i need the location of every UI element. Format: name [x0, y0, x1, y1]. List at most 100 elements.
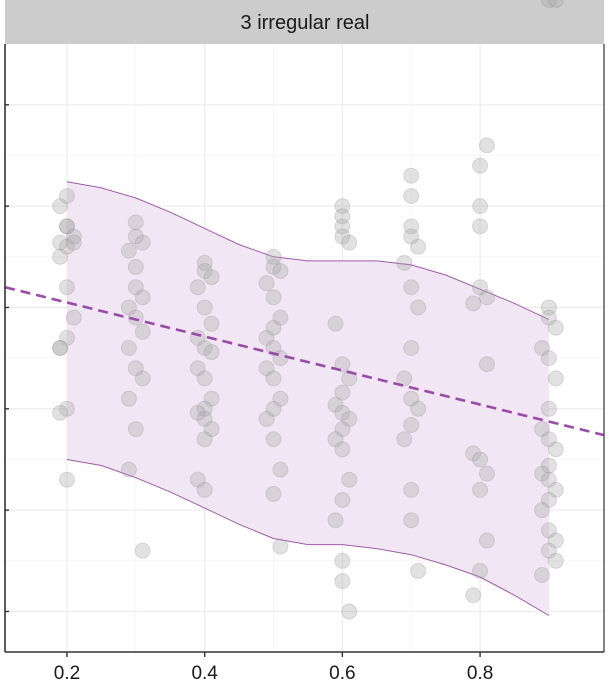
- data-point: [403, 279, 420, 296]
- data-point: [120, 461, 137, 478]
- data-point: [472, 157, 489, 174]
- data-point: [547, 441, 564, 458]
- data-point: [265, 370, 282, 387]
- data-point: [120, 340, 137, 356]
- data-point: [327, 431, 344, 448]
- data-point: [58, 471, 75, 488]
- facet-label: 3 irregular real: [241, 12, 370, 34]
- data-point: [478, 137, 495, 154]
- data-point: [258, 329, 275, 346]
- data-point: [334, 198, 351, 215]
- data-point: [196, 481, 213, 498]
- data-point: [265, 431, 282, 448]
- data-point: [403, 390, 420, 407]
- data-point: [472, 481, 489, 498]
- data-point: [540, 309, 557, 326]
- data-point: [134, 542, 151, 559]
- data-point: [127, 421, 144, 438]
- data-point: [396, 370, 413, 387]
- data-point: [189, 471, 206, 488]
- data-point: [327, 396, 344, 413]
- x-tick-label: 0.4: [191, 663, 218, 684]
- data-point: [52, 340, 69, 356]
- data-point: [258, 410, 275, 427]
- data-point: [272, 262, 289, 279]
- data-point: [265, 258, 282, 275]
- data-point: [52, 340, 69, 356]
- data-point: [120, 299, 137, 316]
- data-point: [410, 562, 427, 579]
- data-point: [189, 404, 206, 421]
- data-point: [203, 344, 220, 361]
- data-point: [341, 471, 358, 488]
- data-point: [547, 370, 564, 387]
- data-point: [465, 587, 482, 604]
- data-point: [403, 167, 420, 184]
- data-point: [52, 404, 69, 421]
- trend-line: [4, 285, 605, 437]
- data-point: [196, 254, 213, 271]
- data-point: [472, 562, 489, 579]
- data-point: [334, 421, 351, 438]
- data-point: [478, 289, 495, 306]
- data-point: [258, 275, 275, 292]
- data-point: [196, 370, 213, 387]
- data-point: [334, 218, 351, 235]
- data-point: [196, 262, 213, 279]
- data-point: [52, 248, 69, 265]
- data-point: [478, 465, 495, 482]
- data-point: [127, 214, 144, 231]
- interval-band: [66, 181, 550, 616]
- data-point: [272, 390, 289, 407]
- data-point: [327, 315, 344, 332]
- data-point: [58, 238, 75, 255]
- data-point: [58, 218, 75, 235]
- data-point: [120, 390, 137, 407]
- x-tick-label: 0.8: [467, 663, 493, 684]
- data-point: [189, 279, 206, 296]
- data-point: [540, 522, 557, 539]
- data-point: [403, 512, 420, 529]
- data-point: [196, 299, 213, 316]
- data-point: [134, 370, 151, 387]
- data-point: [196, 400, 213, 417]
- data-point: [403, 340, 420, 356]
- data-point: [540, 299, 557, 316]
- data-point: [127, 258, 144, 275]
- data-point: [265, 248, 282, 265]
- data-point: [465, 295, 482, 312]
- data-point: [534, 340, 551, 356]
- data-point: [472, 451, 489, 468]
- facet-strip: [5, 0, 604, 44]
- data-point: [203, 421, 220, 438]
- data-point: [258, 360, 275, 377]
- data-point: [334, 356, 351, 373]
- data-point: [534, 465, 551, 482]
- data-point: [341, 234, 358, 251]
- data-point: [265, 289, 282, 306]
- data-point: [396, 431, 413, 448]
- trend-line-path: [4, 285, 605, 437]
- data-point: [547, 319, 564, 336]
- data-point: [265, 400, 282, 417]
- data-point: [334, 228, 351, 245]
- data-point: [472, 198, 489, 215]
- data-points: [52, 0, 564, 620]
- data-point: [478, 356, 495, 373]
- data-point: [120, 242, 137, 259]
- data-point: [403, 481, 420, 498]
- data-point: [410, 238, 427, 255]
- data-point: [547, 532, 564, 549]
- data-point: [540, 457, 557, 474]
- data-point: [203, 269, 220, 286]
- data-point: [334, 384, 351, 401]
- data-point: [196, 410, 213, 427]
- data-point: [334, 404, 351, 421]
- data-point: [127, 360, 144, 377]
- data-point: [265, 319, 282, 336]
- x-tick-label: 0.2: [54, 663, 80, 684]
- data-point: [540, 0, 557, 8]
- data-point: [341, 410, 358, 427]
- data-point: [58, 188, 75, 204]
- data-point: [334, 492, 351, 508]
